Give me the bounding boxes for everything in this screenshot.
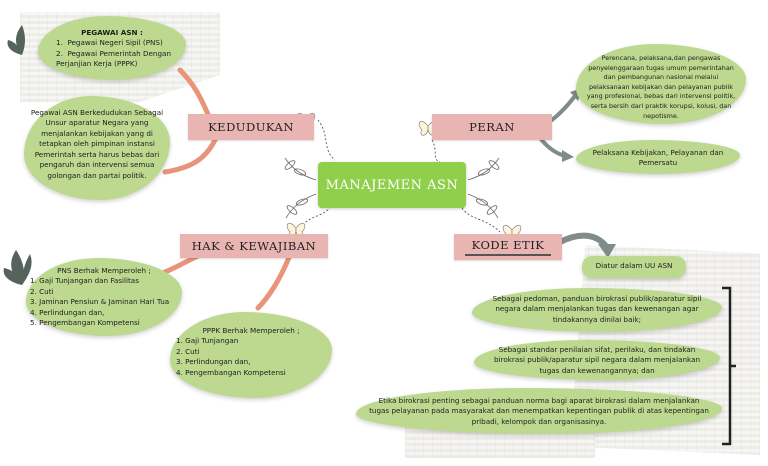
kode-etik-item: Sebagai pedoman, panduan birokrasi publi… — [492, 294, 702, 324]
pegawai-asn-item: 2. Pegawai Pemerintah Dengan Perjanjian … — [56, 48, 171, 69]
pns-rights-item: 1. Gaji Tunjangan dan Fasilitas — [30, 276, 139, 286]
pppk-rights-item: 3. Perlindungan dan, — [176, 357, 251, 367]
dotted-trail-kedudukan — [317, 119, 336, 161]
pns-rights-item: 2. Cuti — [30, 286, 54, 296]
connector-hak-right — [255, 252, 293, 311]
connector-kedudukan-top — [177, 67, 213, 121]
node-kode-etik-underline — [465, 254, 551, 256]
node-kedudukan[interactable]: KEDUDUKAN — [188, 114, 314, 140]
pppk-rights-box: PPPK Berhak Memperoleh ; 1. Gaji Tunjang… — [170, 312, 332, 398]
peran-secondary-box: Pelaksana Kebijakan, Pelayanan dan Pemer… — [576, 140, 740, 174]
pppk-rights-item: 4. Pengembangan Kompetensi — [176, 367, 286, 377]
node-hak-kewajiban[interactable]: HAK & KEWAJIBAN — [180, 234, 328, 258]
arrow-kode-etik-head — [598, 244, 616, 258]
kode-etik-item: Etika birokrasi penting sebagai panduan … — [369, 396, 709, 426]
dotted-trail-kode — [461, 207, 501, 233]
kode-etik-regulation-box: Diatur dalam UU ASN — [582, 256, 686, 278]
bracket — [722, 286, 736, 446]
kedudukan-description-box: Pegawai ASN Berkedudukan Sebagai Unsur a… — [24, 96, 170, 200]
kedudukan-description: Pegawai ASN Berkedudukan Sebagai Unsur a… — [30, 108, 164, 180]
pns-rights-box: PNS Berhak Memperoleh ; 1. Gaji Tunjanga… — [26, 258, 182, 336]
peran-secondary: Pelaksana Kebijakan, Pelayanan dan Pemer… — [592, 148, 724, 168]
floral-decoration-right — [467, 157, 500, 219]
node-kode-etik[interactable]: KODE ETIK — [454, 234, 562, 260]
dotted-trail-hak — [299, 207, 331, 229]
pns-rights-title: PNS Berhak Memperoleh ; — [57, 266, 151, 275]
pppk-rights-item: 1. Gaji Tunjangan — [176, 336, 239, 346]
floral-decoration-left — [284, 157, 317, 219]
pns-rights-item: 3. Jaminan Pensiun & Jaminan Hari Tua — [30, 297, 170, 307]
pegawai-asn-item: 1. Pegawai Negeri Sipil (PNS) — [56, 38, 163, 48]
peran-description: Perencana, pelaksana,dan pengawas penyel… — [586, 54, 736, 120]
pns-rights-item: 5. Pengembangan Kompetensi — [30, 318, 140, 328]
leaf-sprig-icon — [3, 250, 32, 285]
pppk-rights-item: 2. Cuti — [176, 346, 200, 356]
peran-description-box: Perencana, pelaksana,dan pengawas penyel… — [576, 44, 746, 124]
center-node-manajemen-asn[interactable]: MANAJEMEN ASN — [318, 162, 466, 208]
kode-etik-regulation: Diatur dalam UU ASN — [595, 261, 673, 270]
dotted-trail-peran — [431, 139, 441, 163]
arrow-peran-top — [550, 94, 577, 122]
connector-kedudukan-bottom — [162, 137, 218, 175]
pegawai-asn-title: PEGAWAI ASN : — [81, 28, 143, 37]
kode-etik-item-box: Sebagai pedoman, panduan birokrasi publi… — [472, 288, 722, 332]
node-peran[interactable]: PERAN — [432, 114, 552, 140]
arrow-peran-bottom-head — [562, 150, 574, 162]
arrow-kode-etik — [557, 232, 609, 249]
pegawai-asn-box: PEGAWAI ASN : 1. Pegawai Negeri Sipil (P… — [38, 16, 186, 80]
kode-etik-item-box: Sebagai standar penilaian sifat, perilak… — [474, 340, 720, 380]
pns-rights-item: 4. Perlindungan dan, — [30, 307, 105, 317]
kode-etik-item-box: Etika birokrasi penting sebagai panduan … — [356, 388, 722, 434]
node-kode-etik-label: KODE ETIK — [471, 238, 545, 252]
pppk-rights-title: PPPK Berhak Memperoleh ; — [202, 326, 300, 335]
kode-etik-item: Sebagai standar penilaian sifat, perilak… — [493, 345, 701, 375]
leaf-sprig-icon — [7, 25, 25, 55]
